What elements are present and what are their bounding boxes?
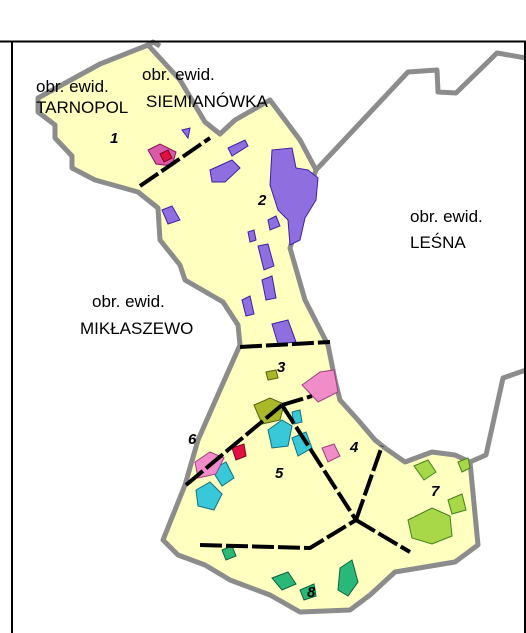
- sector-number: 6: [188, 431, 197, 448]
- sector-line: [138, 136, 212, 188]
- patch-violet: [269, 147, 319, 246]
- patch-pink: [301, 369, 339, 403]
- patch-violet: [241, 295, 255, 317]
- sector-line: [281, 394, 313, 407]
- region-label-miklaszewo-line2: MIKŁASZEWO: [80, 319, 193, 338]
- patch-cyan: [267, 419, 293, 449]
- patch-green: [299, 583, 317, 601]
- sector-line: [354, 518, 412, 554]
- patch-green: [271, 571, 297, 591]
- patch-red: [159, 149, 173, 163]
- sector-number: 1: [110, 130, 118, 147]
- region-labels: obr. ewid. TARNOPOL obr. ewid. SIEMIANÓW…: [36, 65, 483, 338]
- study-area: [35, 42, 481, 615]
- region-label-miklaszewo-line1: obr. ewid.: [92, 292, 165, 311]
- sector-line: [280, 403, 358, 522]
- patch-lime: [413, 459, 437, 481]
- sector-number: 5: [275, 465, 284, 482]
- patch-violet: [227, 139, 249, 157]
- region-label-siemianowka-line1: obr. ewid.: [142, 65, 215, 84]
- sector-lines: [138, 136, 412, 554]
- patch-lime: [447, 493, 467, 515]
- sector-line: [184, 403, 284, 487]
- patch-green: [337, 559, 359, 597]
- patch-olive: [265, 369, 279, 381]
- leśna-east-boundary: [468, 367, 526, 465]
- map-frame: [0, 40, 526, 633]
- patch-red: [231, 443, 247, 461]
- sector-line: [354, 445, 384, 521]
- sector-numbers: 1 2 3 4 5 6 7 8: [110, 130, 440, 601]
- patch-lime: [457, 457, 471, 473]
- region-label-tarnopol-line1: obr. ewid.: [36, 77, 109, 96]
- patch-violet: [161, 205, 181, 225]
- region-label-lesna-line2: LEŚNA: [410, 233, 466, 252]
- patch-pink: [321, 443, 341, 463]
- sector-number: 2: [257, 192, 267, 209]
- region-label-siemianowka-line2: SIEMIANÓWKA: [146, 92, 269, 111]
- patch-violet: [257, 243, 275, 271]
- sector-number: 3: [277, 359, 286, 376]
- patch-violet: [267, 215, 281, 231]
- patch-violet: [261, 275, 277, 301]
- region-label-tarnopol-line2: TARNOPOL: [36, 98, 128, 117]
- leśna-boundary: [314, 50, 526, 172]
- patch-cyan: [195, 481, 223, 511]
- region-label-lesna-line1: obr. ewid.: [410, 207, 483, 226]
- sector-number: 4: [349, 439, 359, 456]
- sector-number: 8: [307, 584, 316, 601]
- patch-violet: [181, 127, 191, 140]
- patch-lime: [407, 507, 453, 545]
- sector-line: [239, 340, 331, 349]
- patch-violet: [247, 229, 257, 243]
- patch-violet: [209, 159, 241, 183]
- sector-line: [199, 518, 358, 551]
- sector-number: 7: [431, 483, 440, 500]
